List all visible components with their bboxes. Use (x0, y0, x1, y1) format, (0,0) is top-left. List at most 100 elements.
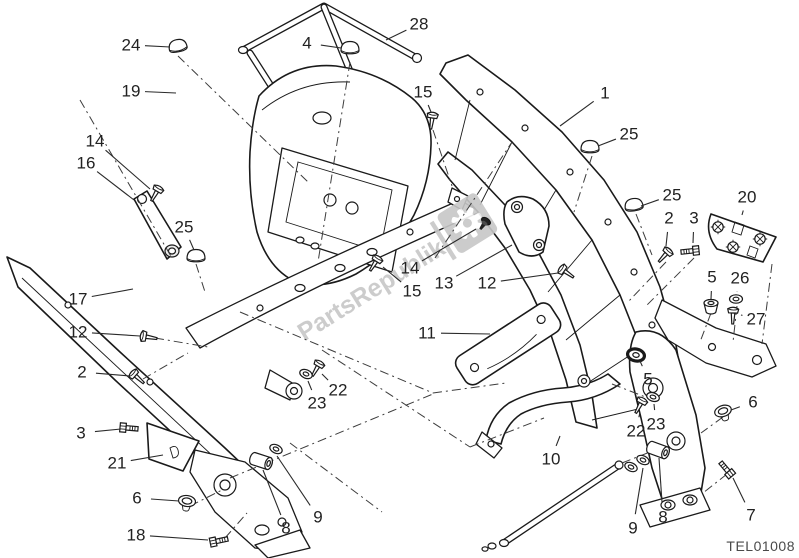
callout-leader-line (105, 149, 151, 190)
callout-label-15: 15 (403, 282, 422, 301)
exploded-axis-line (154, 337, 209, 348)
callout-label-23: 23 (647, 415, 666, 434)
exploded-axis-line (611, 383, 649, 399)
callout-leader-line (149, 535, 209, 541)
exploded-axis-line (79, 99, 173, 259)
callout-label-27: 27 (747, 310, 766, 329)
callout-label-4: 4 (302, 34, 311, 53)
callout-leader-line (730, 406, 741, 411)
callout-label-2: 2 (664, 209, 673, 228)
exploded-axis-line (621, 451, 651, 464)
bolt-icon (119, 422, 139, 434)
screw-icon (654, 244, 675, 266)
exploded-axis-line (317, 61, 351, 263)
callout-leader-line (276, 455, 311, 506)
cap-icon (186, 248, 206, 263)
exploded-axis-line (700, 416, 724, 434)
callout-leader-line (262, 469, 282, 516)
callout-label-22: 22 (329, 381, 348, 400)
plug-icon (176, 493, 197, 513)
plate-part-20 (707, 213, 777, 263)
callout-label-14: 14 (86, 132, 105, 151)
callout-label-2: 2 (77, 363, 86, 382)
callout-label-13: 13 (435, 274, 454, 293)
washer-icon (622, 459, 640, 475)
callout-leader-line (640, 199, 659, 207)
callout-label-8: 8 (658, 508, 667, 527)
callout-leader-line (382, 266, 402, 283)
exploded-axis-line (432, 382, 507, 394)
callout-label-17: 17 (69, 290, 88, 309)
callout-label-11: 11 (418, 324, 436, 343)
exploded-axis-line (635, 213, 653, 256)
washer-icon (267, 441, 285, 457)
callout-leader-line (320, 44, 342, 49)
callout-label-14: 14 (401, 259, 420, 278)
exploded-axis-line (229, 393, 434, 479)
plate-part-21 (146, 422, 200, 472)
callout-leader-line (634, 467, 644, 515)
callout-leader-line (94, 428, 122, 433)
callout-label-3: 3 (76, 424, 85, 443)
callout-leader-line (144, 91, 177, 94)
callout-label-28: 28 (410, 15, 429, 34)
exploded-axis-line (321, 349, 471, 448)
screw-icon (726, 306, 740, 325)
screw-icon (138, 329, 159, 345)
exploded-axis-line (177, 55, 309, 183)
cap-icon (340, 40, 360, 55)
callout-label-22: 22 (627, 422, 646, 441)
callout-label-19: 19 (122, 82, 141, 101)
bolt-icon (716, 458, 737, 480)
callout-leader-line (665, 231, 669, 247)
cap-icon (623, 196, 645, 213)
callout-label-5: 5 (643, 370, 652, 389)
cap-icon (580, 139, 600, 154)
callout-label-25: 25 (663, 186, 682, 205)
callout-label-7: 7 (746, 506, 755, 525)
callout-label-20: 20 (738, 188, 757, 207)
exploded-axis-line (142, 352, 189, 380)
callout-label-21: 21 (108, 454, 127, 473)
bracket-part-13 (503, 195, 550, 257)
callout-label-1: 1 (600, 84, 609, 103)
exploded-axis-line (434, 141, 513, 259)
callout-label-18: 18 (127, 526, 146, 545)
callout-leader-line (189, 239, 195, 251)
brace-part-10 (475, 373, 621, 459)
callout-leader-line (732, 477, 746, 503)
callout-leader-line (421, 228, 477, 262)
exploded-axis-line (645, 257, 695, 307)
exploded-axis-line (195, 263, 206, 293)
callout-leader-line (638, 411, 641, 418)
callout-leader-line (440, 332, 491, 335)
callout-leader-line (91, 332, 141, 337)
callout-label-9: 9 (628, 519, 637, 538)
callout-leader-line (597, 138, 617, 147)
callout-leader-line (95, 372, 131, 377)
callout-leader-line (427, 104, 432, 113)
exploded-axis-line (699, 312, 712, 343)
exploded-axis-line (761, 263, 773, 345)
exploded-axis-line (627, 261, 667, 303)
callout-leader-line (658, 457, 663, 504)
spacer-icon (703, 298, 719, 315)
callout-label-5: 5 (707, 268, 716, 287)
callout-label-12: 12 (478, 274, 497, 293)
stay-strut-part-14 (133, 190, 182, 260)
exploded-axis-line (469, 417, 545, 448)
callout-leader-line (653, 403, 656, 411)
exploded-axis-line (289, 442, 383, 513)
bolt-icon (679, 245, 701, 258)
watermark-divider (429, 220, 457, 261)
callout-label-26: 26 (731, 269, 750, 288)
callout-leader-line (150, 498, 180, 502)
callout-leader-line (96, 171, 135, 201)
callout-label-23: 23 (308, 394, 327, 413)
cap-icon (167, 37, 189, 55)
callout-label-25: 25 (620, 125, 639, 144)
callout-leader-line (741, 210, 744, 216)
callout-leader-line (500, 272, 559, 282)
callout-label-25: 25 (175, 218, 194, 237)
